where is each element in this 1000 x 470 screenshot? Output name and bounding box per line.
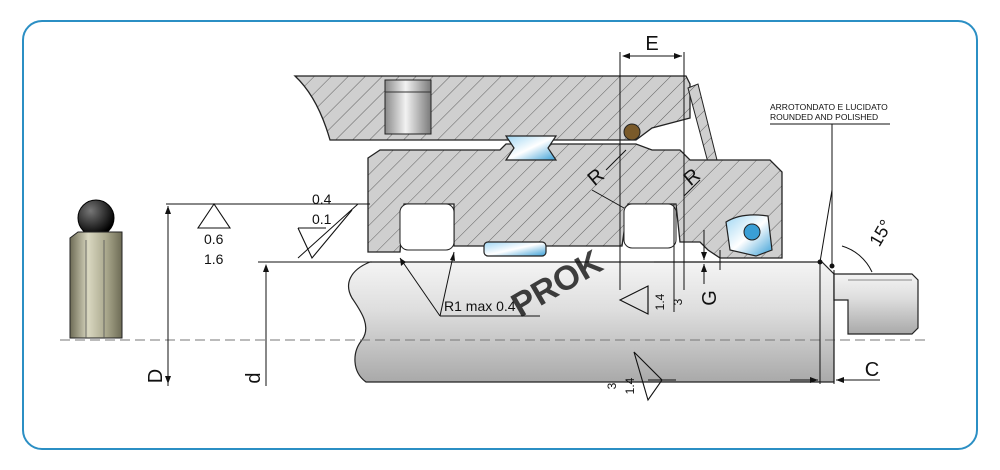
groove-finish-top: 0.6: [204, 231, 224, 247]
label-D: D: [145, 369, 167, 383]
bore-finish-top: 0.4: [312, 191, 332, 207]
rod-finish-c: 3: [605, 382, 619, 389]
rod-finish-a: 1.4: [653, 293, 667, 310]
arrowheads: [165, 53, 844, 384]
label-C: C: [865, 359, 879, 381]
seal-profile-icon: [69, 199, 123, 339]
piston-rod: [348, 261, 919, 383]
cylinder-head: [293, 75, 719, 171]
label-angle: 15°: [865, 216, 896, 250]
gland: [367, 143, 783, 259]
surface-finish-symbols: [196, 203, 676, 402]
note-line-1: ARROTONDATO E LUCIDATO: [770, 102, 888, 112]
groove-finish-bottom: 1.6: [204, 251, 224, 267]
label-fillet: R1 max 0.4: [444, 298, 516, 314]
rod-finish-b: 3: [671, 298, 685, 305]
label-G: G: [699, 290, 721, 306]
dimension-lines: [166, 52, 890, 386]
note-line-2: ROUNDED AND POLISHED: [770, 112, 878, 122]
rod-finish-d: 1.4: [623, 377, 637, 394]
seals: [483, 135, 773, 257]
label-E: E: [645, 33, 658, 55]
bore-finish-bottom: 0.1: [312, 211, 332, 227]
label-d: d: [243, 372, 265, 383]
